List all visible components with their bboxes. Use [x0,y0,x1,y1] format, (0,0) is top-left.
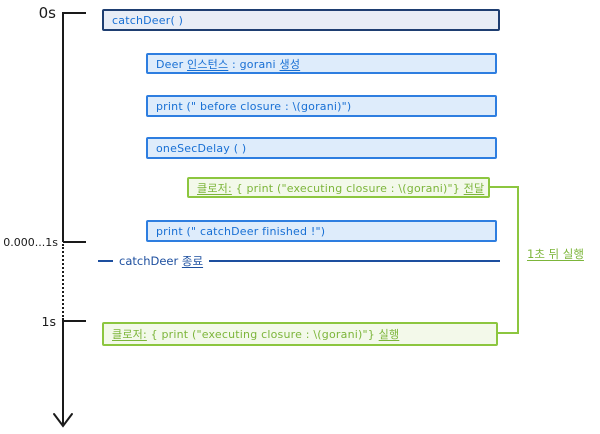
box-print-before-label: print (" before closure : \(gorani)") [156,99,352,113]
end-long-line [209,260,500,262]
box-onesecdelay-label: oneSecDelay ( ) [156,141,247,155]
end-dash [98,260,113,262]
connector-top [490,186,519,188]
axis-arrowhead-icon [53,413,73,428]
box-onesecdelay: oneSecDelay ( ) [146,137,497,159]
box-deer-instance-label: Deer 인스턴스 : gorani 생성 [156,57,301,71]
tick-0s [63,12,86,14]
box-print-before: print (" before closure : \(gorani)") [146,95,497,117]
connector-vertical [517,186,519,334]
catchdeer-end-label: catchDeer 종료 [119,254,204,268]
label-mid: 0.000...1s [3,236,58,249]
timeline-axis-dotted [62,244,64,320]
box-closure-exec-label: 클로저: { print ("executing closure : \(gor… [112,328,400,341]
box-closure-pass: 클로저: { print ("executing closure : \(gor… [187,177,490,198]
label-1s: 1s [41,314,56,329]
box-deer-instance: Deer 인스턴스 : gorani 생성 [146,53,497,74]
tick-1s [63,320,86,322]
delay-note-label: 1초 뒤 실행 [527,247,584,261]
timeline-axis-lower [62,320,64,424]
box-catchdeer-call: catchDeer( ) [102,9,500,31]
box-print-finished-label: print (" catchDeer finished !") [156,224,326,238]
connector-bottom [498,332,519,334]
catchdeer-end-row: catchDeer 종료 [98,253,500,269]
label-0s: 0s [38,4,56,22]
box-closure-pass-label: 클로저: { print ("executing closure : \(gor… [197,181,485,195]
box-print-finished: print (" catchDeer finished !") [146,220,497,242]
box-closure-exec: 클로저: { print ("executing closure : \(gor… [102,322,498,346]
tick-mid [63,241,86,243]
timeline-axis-upper [62,12,64,242]
box-catchdeer-call-label: catchDeer( ) [112,13,184,27]
